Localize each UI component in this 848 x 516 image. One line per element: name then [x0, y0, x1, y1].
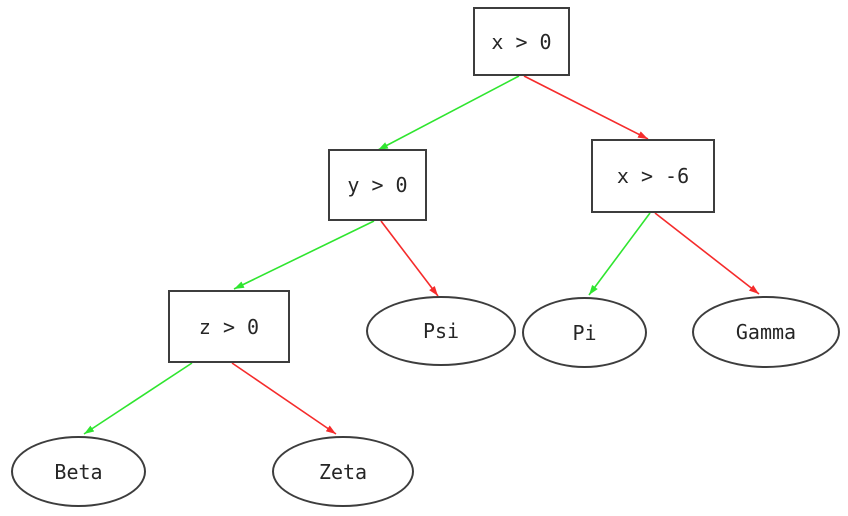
- leaf-node-gamma: Gamma: [692, 296, 840, 368]
- node-label: Pi: [572, 320, 597, 345]
- edge-x-gt-m6-to-pi: [588, 212, 651, 296]
- leaf-node-psi: Psi: [366, 296, 516, 366]
- edge-x-gt-0-to-y-gt-0: [377, 75, 520, 151]
- edge-y-gt-0-to-psi: [380, 220, 439, 297]
- decision-node-z-gt-0: z > 0: [168, 290, 290, 363]
- decision-node-x-gt-m6: x > -6: [591, 139, 715, 213]
- leaf-node-pi: Pi: [522, 297, 647, 368]
- leaf-node-beta: Beta: [11, 436, 146, 507]
- edge-z-gt-0-to-beta: [83, 362, 193, 435]
- node-label: x > -6: [616, 164, 690, 188]
- node-label: Gamma: [735, 320, 797, 344]
- decision-node-y-gt-0: y > 0: [328, 149, 427, 221]
- edge-x-gt-0-to-x-gt-m6: [523, 75, 649, 140]
- decision-node-x-gt-0: x > 0: [473, 7, 570, 76]
- leaf-node-zeta: Zeta: [272, 436, 414, 507]
- node-label: y > 0: [347, 173, 408, 197]
- edge-y-gt-0-to-z-gt-0: [233, 220, 375, 290]
- node-label: Zeta: [318, 459, 368, 484]
- node-label: Psi: [422, 319, 460, 343]
- node-label: z > 0: [198, 314, 260, 339]
- edge-z-gt-0-to-zeta: [231, 362, 337, 435]
- node-label: Beta: [54, 459, 103, 484]
- edge-x-gt-m6-to-gamma: [654, 212, 760, 295]
- node-label: x > 0: [491, 29, 552, 54]
